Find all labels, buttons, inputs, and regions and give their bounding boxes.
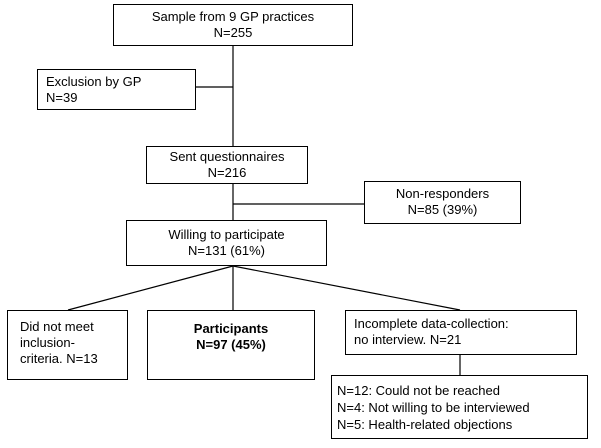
nonresponders-count: N=85 (39%) [407, 202, 478, 217]
box-not-meet-criteria: Did not meet inclusion- criteria. N=13 [7, 310, 128, 380]
sample-title: Sample from 9 GP practices [151, 9, 315, 24]
reasons-line3: N=5: Health-related objections [337, 417, 513, 432]
box-incomplete: Incomplete data-collection: no interview… [345, 310, 577, 355]
sent-count: N=216 [207, 165, 247, 180]
willing-count: N=131 (61%) [188, 243, 265, 258]
exclusion-title: Exclusion by GP [46, 74, 142, 89]
box-reasons: N=12: Could not be reached N=4: Not will… [331, 375, 588, 439]
participants-count: N=97 (45%) [196, 337, 266, 352]
reasons-line1: N=12: Could not be reached [337, 383, 500, 398]
box-sent: Sent questionnaires N=216 [146, 146, 308, 184]
incomplete-line2: no interview. N=21 [354, 332, 462, 347]
reasons-line2: N=4: Not willing to be interviewed [337, 400, 530, 415]
not-meet-line2: inclusion- [20, 335, 75, 350]
connector-to-not-meet [67, 265, 234, 311]
not-meet-line3: criteria. N=13 [20, 351, 98, 366]
box-nonresponders: Non-responders N=85 (39%) [364, 181, 521, 224]
exclusion-count: N=39 [46, 90, 78, 105]
willing-title: Willing to participate [168, 227, 285, 242]
not-meet-line1: Did not meet [20, 319, 94, 334]
box-willing: Willing to participate N=131 (61%) [126, 220, 327, 266]
participants-title: Participants [193, 321, 269, 336]
incomplete-line1: Incomplete data-collection: [354, 316, 509, 331]
connector-to-incomplete [232, 265, 461, 311]
sent-title: Sent questionnaires [169, 149, 285, 164]
box-exclusion: Exclusion by GP N=39 [37, 69, 196, 110]
sample-count: N=255 [213, 25, 253, 40]
nonresponders-title: Non-responders [395, 186, 490, 201]
box-participants: Participants N=97 (45%) [147, 310, 315, 380]
box-sample: Sample from 9 GP practices N=255 [113, 4, 353, 46]
